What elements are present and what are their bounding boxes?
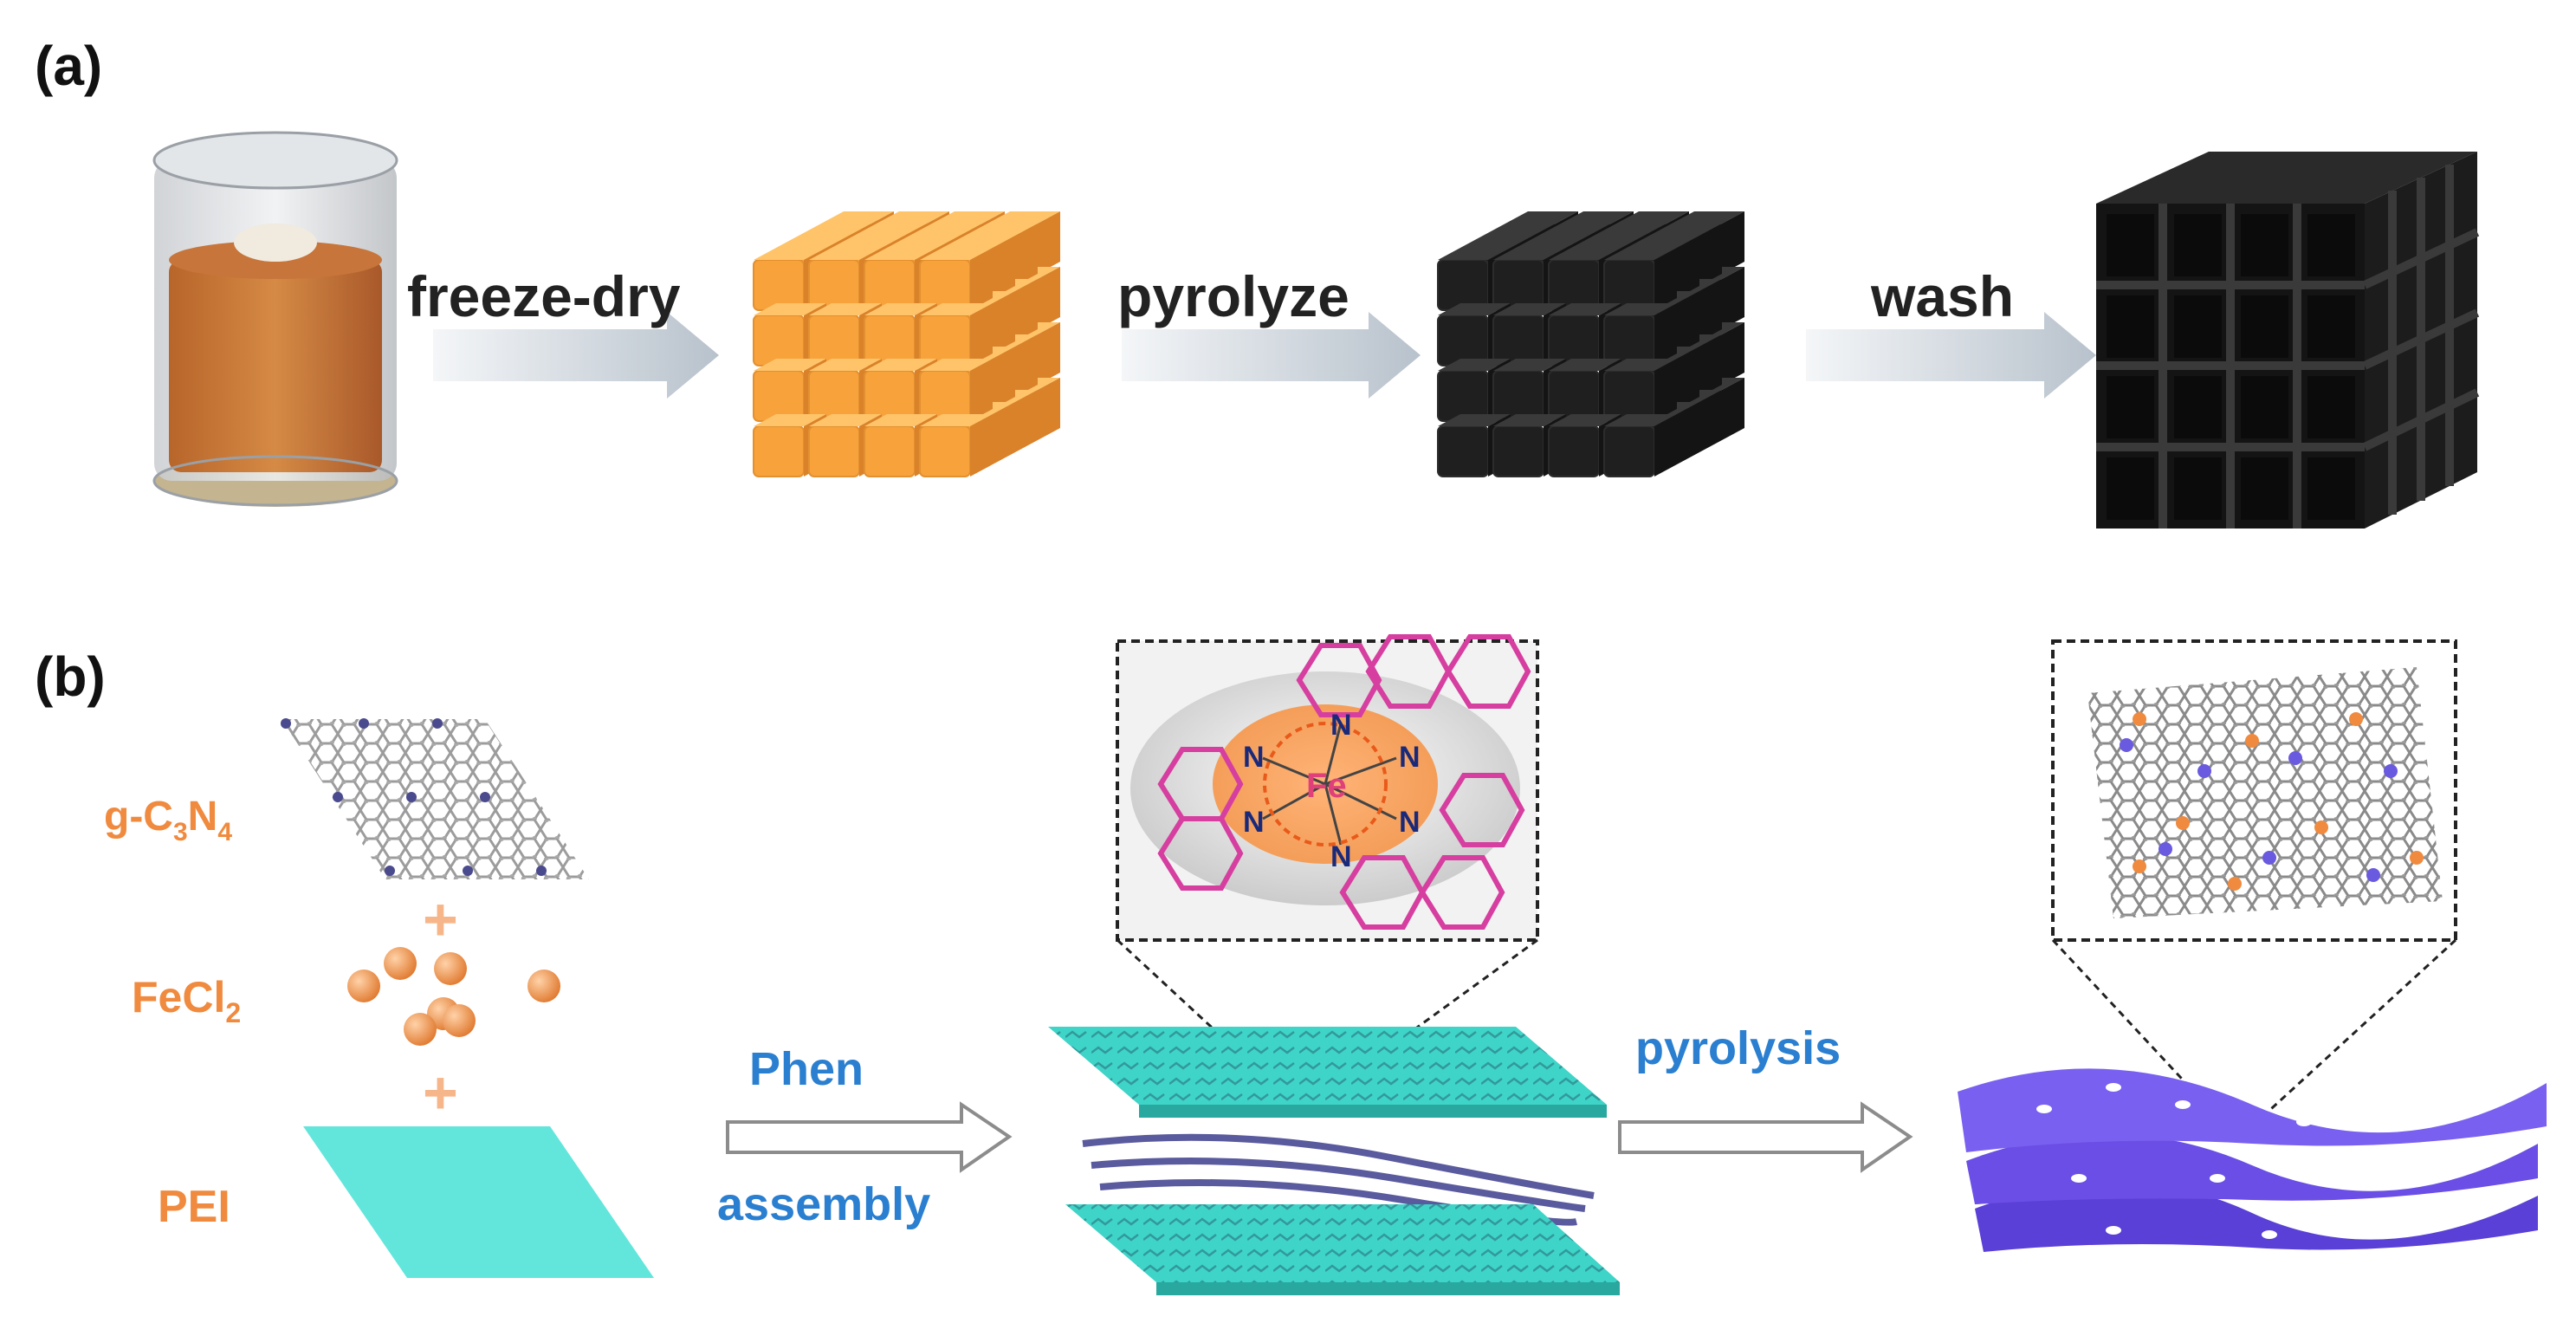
fe-phen-complex-inset: Fe N N N N N N	[1116, 634, 1539, 942]
plus-sign-1: +	[423, 885, 458, 953]
porous-carbon-sheets	[1958, 1068, 2547, 1252]
g-c3n4-sheet	[281, 718, 589, 879]
porous-carbon-frame	[2096, 152, 2480, 529]
solution-jar	[152, 131, 398, 507]
panel-b-label: (b)	[35, 645, 106, 708]
stacked-assembly	[1048, 1027, 1620, 1295]
complex-n-label-2: N	[1243, 741, 1265, 774]
complex-n-label-3: N	[1243, 806, 1265, 839]
orange-cube-array	[753, 211, 1060, 477]
arrow-wash	[1806, 312, 2096, 399]
step-label-pyrolyze: pyrolyze	[1117, 264, 1349, 328]
fe-ion-particles	[347, 947, 560, 1046]
complex-n-label-6: N	[1330, 840, 1352, 873]
step-label-pyrolysis: pyrolysis	[1635, 1022, 1841, 1074]
black-cube-array	[1437, 211, 1744, 477]
label-fecl2: FeCl2	[132, 973, 241, 1028]
panel-a-label: (a)	[35, 35, 102, 97]
label-pei: PEI	[158, 1182, 230, 1232]
step-label-wash: wash	[1870, 264, 2014, 328]
step-label-freeze-dry: freeze-dry	[407, 264, 681, 328]
pei-sheet	[303, 1126, 654, 1278]
arrow-phen-assembly	[726, 1101, 1013, 1173]
complex-n-label-1: N	[1330, 709, 1352, 742]
label-g-c3n4: g-C3N4	[104, 794, 232, 846]
fe-n-c-lattice-inset	[2051, 639, 2457, 942]
complex-fe-label: Fe	[1306, 767, 1347, 805]
step-label-assembly: assembly	[717, 1178, 930, 1230]
arrow-pyrolysis	[1618, 1101, 1913, 1173]
complex-n-label-5: N	[1399, 806, 1421, 839]
complex-n-label-4: N	[1399, 741, 1421, 774]
arrow-freeze-dry	[433, 312, 719, 399]
step-label-phen: Phen	[749, 1043, 864, 1095]
plus-sign-2: +	[423, 1059, 458, 1126]
arrow-pyrolyze	[1122, 312, 1421, 399]
